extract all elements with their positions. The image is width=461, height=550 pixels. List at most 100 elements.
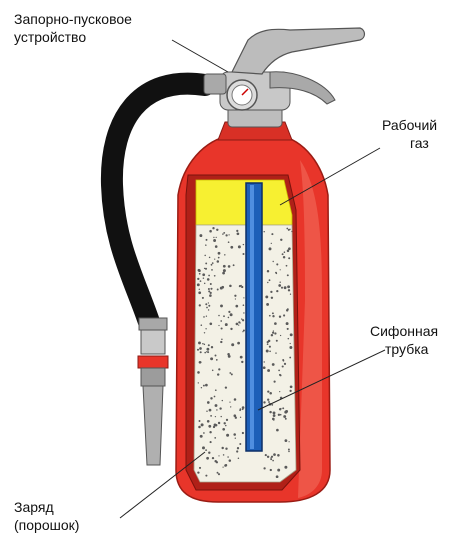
powder-speck <box>210 357 213 360</box>
powder-speck <box>269 247 272 250</box>
powder-speck <box>279 374 281 376</box>
powder-speck <box>212 262 214 264</box>
powder-speck <box>263 467 265 469</box>
powder-speck <box>284 411 287 414</box>
powder-speck <box>208 275 210 277</box>
powder-speck <box>286 228 288 230</box>
powder-speck <box>225 234 227 236</box>
powder-speck <box>267 270 269 272</box>
powder-speck <box>280 414 282 416</box>
powder-speck <box>268 401 270 403</box>
powder-speck <box>283 314 285 316</box>
powder-speck <box>289 346 292 349</box>
powder-speck <box>287 250 290 253</box>
powder-speck <box>224 464 227 467</box>
powder-speck <box>198 341 201 344</box>
siphon-tube-highlight <box>250 185 254 449</box>
powder-speck <box>228 234 229 235</box>
powder-speck <box>284 466 287 469</box>
powder-speck <box>271 297 273 299</box>
powder-speck <box>288 338 290 340</box>
powder-speck <box>282 407 284 409</box>
powder-speck <box>242 253 244 255</box>
powder-speck <box>217 260 220 263</box>
powder-speck <box>216 229 218 231</box>
powder-speck <box>199 347 202 350</box>
powder-speck <box>273 330 274 331</box>
powder-speck <box>280 239 282 241</box>
powder-speck <box>221 447 223 449</box>
powder-speck <box>214 396 216 398</box>
powder-speck <box>279 391 280 392</box>
label-siphon-line1: Сифонная <box>370 323 438 339</box>
powder-speck <box>205 449 207 451</box>
powder-speck <box>198 426 201 429</box>
powder-speck <box>275 352 276 353</box>
powder-speck <box>206 410 207 411</box>
powder-speck <box>276 290 278 292</box>
powder-speck <box>218 315 220 317</box>
powder-speck <box>289 441 290 442</box>
powder-speck <box>286 309 288 311</box>
powder-speck <box>206 239 208 241</box>
powder-speck <box>199 467 201 469</box>
powder-speck <box>263 401 265 403</box>
powder-speck <box>276 263 278 265</box>
powder-speck <box>276 340 278 342</box>
powder-speck <box>284 251 286 253</box>
powder-speck <box>222 466 223 467</box>
powder-speck <box>201 387 202 388</box>
powder-speck <box>287 328 289 330</box>
powder-speck <box>203 385 205 387</box>
powder-speck <box>263 366 266 369</box>
powder-speck <box>205 262 207 264</box>
working-gas <box>196 180 292 225</box>
powder-speck <box>227 456 229 458</box>
powder-speck <box>211 264 213 266</box>
powder-speck <box>235 305 238 308</box>
powder-speck <box>276 273 278 275</box>
powder-speck <box>283 360 285 362</box>
powder-speck <box>288 451 290 453</box>
powder-speck <box>220 341 222 343</box>
powder-speck <box>218 455 219 456</box>
powder-speck <box>272 363 275 366</box>
powder-speck <box>220 304 223 307</box>
powder-speck <box>277 469 280 472</box>
powder-speck <box>287 285 290 288</box>
powder-speck <box>206 316 207 317</box>
powder-speck <box>276 475 279 478</box>
powder-speck <box>267 390 269 392</box>
powder-speck <box>200 351 202 353</box>
powder-speck <box>203 316 205 318</box>
powder-speck <box>276 429 279 432</box>
powder-speck <box>279 408 281 410</box>
powder-speck <box>278 370 280 372</box>
powder-charge <box>194 225 296 482</box>
powder-speck <box>197 278 199 280</box>
powder-speck <box>273 453 276 456</box>
powder-speck <box>239 322 240 323</box>
powder-speck <box>241 318 242 319</box>
powder-speck <box>204 344 205 345</box>
powder-speck <box>222 428 225 431</box>
powder-speck <box>210 397 212 399</box>
powder-speck <box>242 406 245 409</box>
powder-speck <box>272 332 274 334</box>
powder-speck <box>207 278 210 281</box>
powder-speck <box>213 239 216 242</box>
powder-speck <box>273 419 275 421</box>
powder-speck <box>214 460 216 462</box>
powder-speck <box>233 433 236 436</box>
powder-speck <box>224 254 225 255</box>
powder-speck <box>284 363 286 365</box>
powder-speck <box>243 244 244 245</box>
powder-speck <box>226 419 228 421</box>
powder-speck <box>234 295 236 297</box>
powder-speck <box>210 415 212 417</box>
powder-speck <box>200 435 203 438</box>
powder-speck <box>272 261 273 262</box>
powder-speck <box>240 356 243 359</box>
powder-speck <box>282 365 284 367</box>
powder-speck <box>236 450 238 452</box>
